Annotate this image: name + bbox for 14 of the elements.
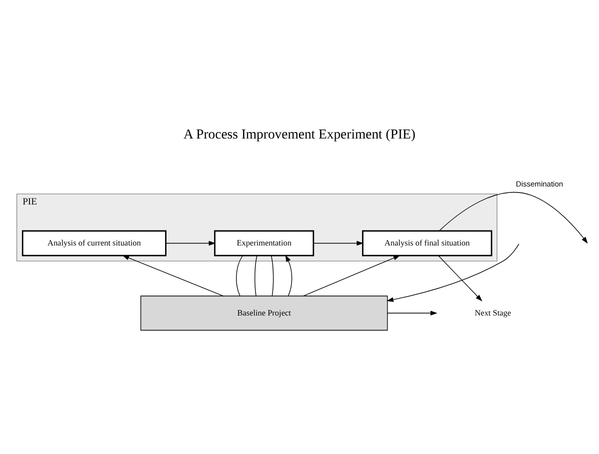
- arrow: [386, 243, 520, 302]
- arrow: [285, 254, 292, 296]
- connector: [254, 255, 258, 296]
- arrow: [303, 254, 400, 296]
- arrow: [387, 310, 438, 316]
- arrow: [122, 254, 224, 296]
- connector: [236, 255, 243, 296]
- arrow: [313, 240, 364, 246]
- diagram-title: A Process Improvement Experiment (PIE): [184, 126, 416, 141]
- arrow: [166, 240, 216, 246]
- edge-label: Dissemination: [516, 178, 564, 188]
- arrow: [438, 255, 482, 301]
- arrow: [439, 191, 588, 244]
- connector: [270, 255, 274, 296]
